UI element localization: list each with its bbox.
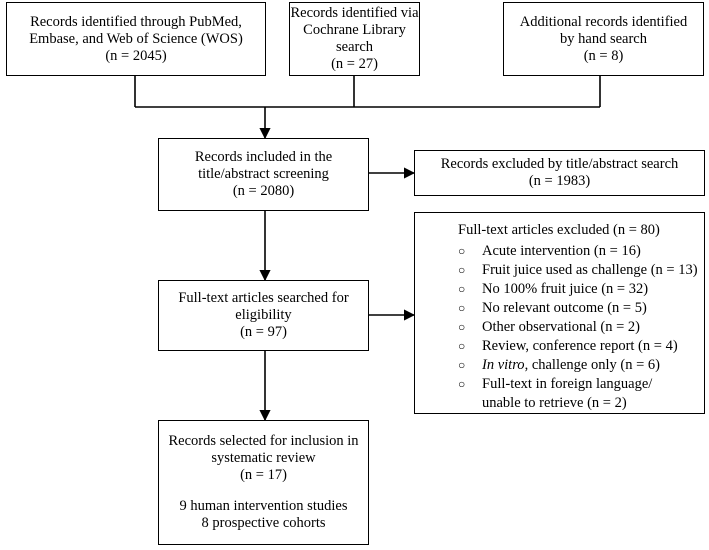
list-item: ○Acute intervention (n = 16): [458, 243, 641, 259]
circle-bullet-icon: ○: [458, 377, 466, 391]
list-item: ○Full-text in foreign language/unable to…: [458, 376, 653, 411]
circle-bullet-icon: ○: [458, 358, 466, 372]
exclusion-reasons-list: ○Acute intervention (n = 16) ○Fruit juic…: [415, 242, 704, 413]
box-records-pubmed-embase-wos: Records identified through PubMed, Embas…: [6, 2, 266, 76]
circle-bullet-icon: ○: [458, 320, 466, 334]
box-records-cochrane: Records identified via Cochrane Library …: [289, 2, 420, 76]
box-fulltext-excluded: Full-text articles excluded (n = 80) ○Ac…: [414, 212, 705, 414]
box-excluded-title-abstract: Records excluded by title/abstract searc…: [414, 150, 705, 196]
list-item: ○Fruit juice used as challenge (n = 13): [458, 262, 698, 278]
box-title-abstract-screening: Records included in the title/abstract s…: [158, 138, 369, 211]
fulltext-excluded-title: Full-text articles excluded (n = 80): [458, 222, 660, 238]
box-fulltext-eligibility: Full-text articles searched for eligibil…: [158, 280, 369, 351]
circle-bullet-icon: ○: [458, 244, 466, 258]
circle-bullet-icon: ○: [458, 282, 466, 296]
list-item: ○No relevant outcome (n = 5): [458, 300, 647, 316]
box-records-hand-search: Additional records identified by hand se…: [503, 2, 704, 76]
list-item: ○No 100% fruit juice (n = 32): [458, 281, 649, 297]
circle-bullet-icon: ○: [458, 301, 466, 315]
list-item: ○Other observational (n = 2): [458, 319, 640, 335]
circle-bullet-icon: ○: [458, 263, 466, 277]
circle-bullet-icon: ○: [458, 339, 466, 353]
list-item: ○In vitro, challenge only (n = 6): [458, 357, 660, 373]
list-item: ○Review, conference report (n = 4): [458, 338, 678, 354]
box-records-included: Records selected for inclusion in system…: [158, 420, 369, 545]
